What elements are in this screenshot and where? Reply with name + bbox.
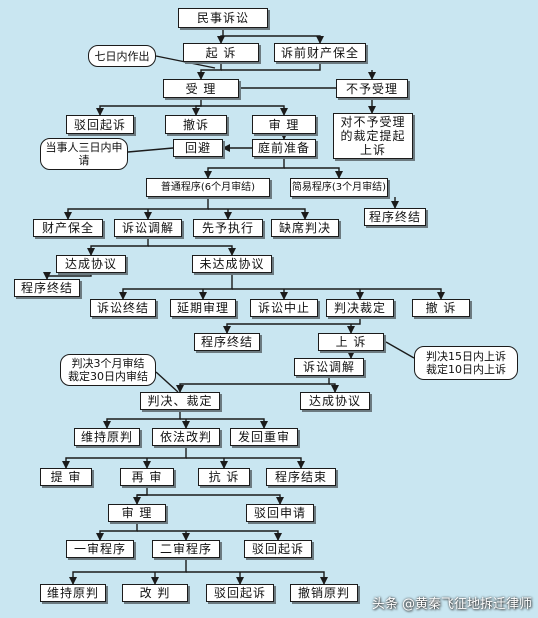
node-recusal: 回避 — [173, 139, 223, 157]
connector-15 — [64, 197, 209, 220]
node-procedure-finish: 程序结束 — [266, 468, 336, 486]
node-protest: 抗 诉 — [198, 468, 250, 486]
node-mediation: 诉讼调解 — [114, 219, 182, 237]
node-amend-judgment: 依法改判 — [152, 428, 220, 446]
callout-trial-deadline: 判决3个月审结 裁定30日内审结 — [60, 354, 156, 386]
node-retrial: 再 审 — [120, 468, 174, 486]
connector-40 — [137, 494, 284, 505]
connector-2 — [197, 62, 222, 80]
connector-49 — [127, 147, 174, 153]
connector-18 — [208, 208, 309, 220]
node-judgment-ruling-2: 判决、裁定 — [140, 392, 220, 410]
watermark: 头条 @黄秦飞征地拆迁律师 — [371, 597, 532, 612]
node-second-instance: 二审程序 — [152, 540, 220, 558]
node-judgment-ruling: 判决裁定 — [326, 299, 394, 317]
connector-50 — [385, 341, 415, 359]
node-mediation-2: 诉讼调解 — [294, 358, 364, 376]
callout-appeal-deadline: 判决15日内上诉 裁定10日内上诉 — [414, 346, 518, 380]
node-trial: 审 理 — [252, 115, 316, 134]
node-pre-suit-preservation: 诉前财产保全 — [274, 43, 366, 62]
connector-6 — [96, 98, 202, 116]
node-not-accept: 不予受理 — [336, 79, 408, 98]
node-dismiss-suit-3: 驳回起诉 — [206, 584, 274, 602]
node-remand-retrial: 发回重审 — [230, 428, 298, 446]
connector-41 — [96, 522, 138, 541]
node-ordinary-procedure: 普通程序(6个月审结) — [146, 178, 270, 197]
node-default-judgment: 缺席判决 — [271, 219, 339, 237]
node-dismiss-suit-2: 驳回起诉 — [244, 540, 312, 558]
node-pretrial-prep: 庭前准备 — [252, 139, 316, 157]
connector-35 — [62, 446, 187, 469]
node-summary-procedure: 简易程序(3个月审结) — [290, 178, 388, 197]
node-appeal-against-rejection: 对不予受理的裁定提起上诉 — [333, 113, 413, 159]
node-revoke-original: 撤销原判 — [290, 584, 358, 602]
node-uphold-original: 维持原判 — [74, 428, 140, 446]
node-accept: 受 理 — [163, 79, 239, 98]
connector-19 — [87, 237, 149, 256]
connector-8 — [201, 105, 288, 116]
node-amend: 改 判 — [122, 584, 188, 602]
node-trial-2: 审 理 — [108, 504, 166, 522]
node-property-preservation: 财产保全 — [33, 219, 103, 237]
connector-27 — [223, 317, 361, 334]
node-agreement-reached: 达成协议 — [56, 255, 126, 273]
connector-32 — [103, 410, 181, 429]
callout-three-days: 当事人三日内申请 — [40, 138, 128, 170]
node-file-suit: 起 诉 — [183, 43, 259, 62]
connector-7 — [192, 105, 201, 116]
connector-31 — [329, 383, 339, 393]
connector-0 — [217, 28, 225, 44]
node-dismiss-suit: 驳回起诉 — [66, 115, 134, 134]
connector-12 — [204, 157, 285, 179]
connector-20 — [148, 245, 236, 256]
connector-38 — [186, 457, 305, 469]
node-reject-application: 驳回申请 — [246, 504, 314, 522]
node-civil-litigation: 民事诉讼 — [178, 8, 268, 28]
connector-22 — [119, 273, 233, 300]
connector-3 — [221, 62, 321, 71]
node-retrial-by-superior: 提 审 — [40, 468, 92, 486]
node-advance-execution: 先予执行 — [193, 219, 263, 237]
node-litigation-termination: 诉讼终结 — [90, 299, 156, 317]
connector-51 — [155, 371, 179, 393]
connector-1 — [223, 35, 324, 44]
connector-43 — [137, 530, 282, 541]
node-procedure-end: 程序终结 — [364, 208, 426, 226]
node-procedure-end: 程序终结 — [14, 279, 80, 297]
node-uphold-original-2: 维持原判 — [40, 584, 106, 602]
connector-47 — [186, 571, 328, 585]
node-agreement-reached-2: 达成协议 — [300, 392, 370, 410]
connector-48 — [155, 55, 216, 69]
node-litigation-suspension: 诉讼中止 — [250, 299, 318, 317]
node-postponed-trial: 延期审理 — [170, 299, 236, 317]
connector-21 — [43, 272, 92, 280]
node-withdraw-suit: 撤诉 — [165, 115, 227, 134]
node-no-agreement: 未达成协议 — [192, 255, 272, 273]
connector-44 — [69, 558, 187, 585]
connector-25 — [232, 288, 445, 300]
connector-34 — [180, 418, 268, 429]
node-withdraw: 撤 诉 — [412, 299, 470, 317]
connector-13 — [284, 167, 343, 179]
node-appeal: 上 诉 — [318, 333, 384, 351]
node-procedure-end: 程序终结 — [194, 333, 260, 351]
connector-30 — [176, 376, 330, 393]
node-first-instance: 一审程序 — [66, 540, 134, 558]
callout-seven-days: 七日内作出 — [88, 45, 156, 67]
